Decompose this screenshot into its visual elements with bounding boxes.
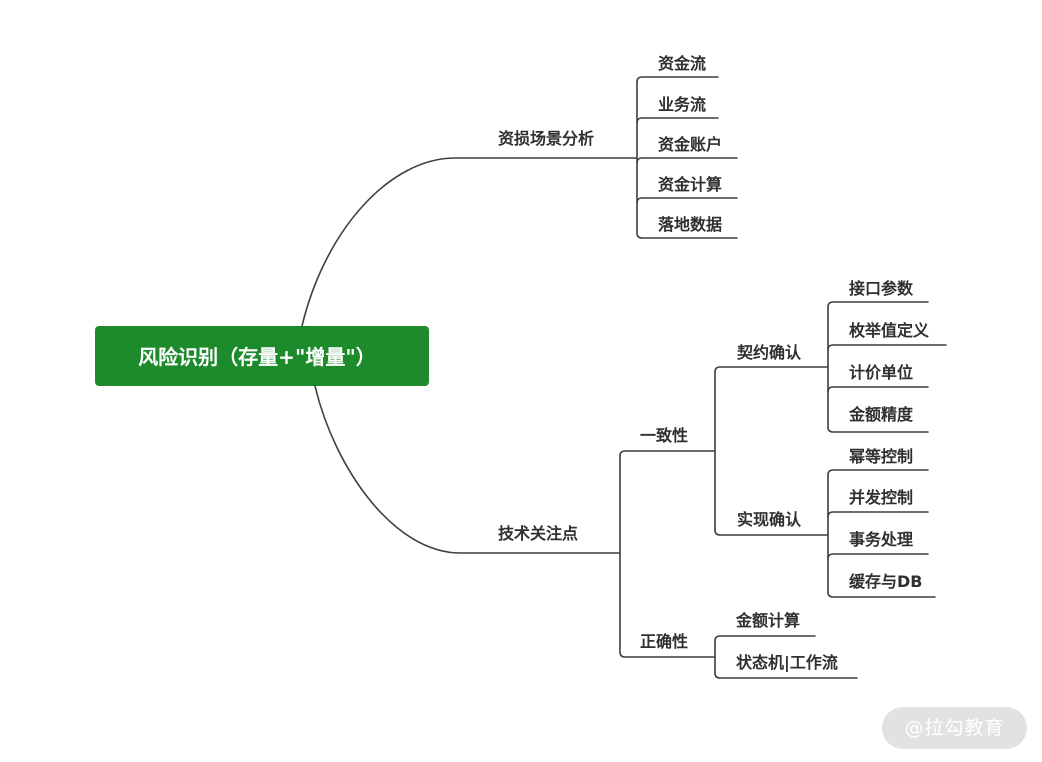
edge-contract-item-3	[827, 386, 929, 393]
edge-correctness	[619, 455, 716, 658]
edge-loss-bracket	[636, 81, 643, 239]
correctness-label[interactable]: 正确性	[640, 632, 688, 651]
tech-focus-label[interactable]: 技术关注点	[498, 524, 578, 543]
edge-consistency	[619, 450, 716, 457]
watermark: @拉勾教育	[882, 707, 1027, 749]
loss-item-capital-calculation[interactable]: 资金计算	[658, 175, 722, 194]
loss-scenarios-children: 资金流 业务流 资金账户 资金计算 落地数据	[636, 54, 738, 239]
implementation-item-idempotency[interactable]: 幂等控制	[848, 447, 913, 466]
loss-scenarios-label[interactable]: 资损场景分析	[498, 129, 594, 148]
edge-loss-item-3	[636, 157, 738, 164]
edge-contract-item-2	[827, 344, 947, 351]
contract-item-interface-params[interactable]: 接口参数	[849, 279, 914, 298]
tech-focus-children: 一致性 正确性 契约确认 实现确认 接口参数 枚举值定义 计价单位 金额精度 幂…	[619, 279, 947, 679]
contract-item-amount-precision[interactable]: 金额精度	[848, 405, 914, 424]
edge-loss-item-4	[636, 197, 738, 204]
loss-item-landing-data[interactable]: 落地数据	[658, 215, 722, 234]
edge-implementation-bracket	[827, 474, 936, 598]
contract-item-enum-definition[interactable]: 枚举值定义	[849, 321, 929, 340]
edge-implementation-item-3	[827, 553, 929, 560]
edge-correctness-item-1	[714, 635, 816, 642]
implementation-confirm-label[interactable]: 实现确认	[737, 510, 802, 529]
contract-item-pricing-unit[interactable]: 计价单位	[849, 363, 913, 382]
edge-loss-item-2	[636, 117, 719, 124]
edge-contract-bracket	[827, 306, 929, 433]
loss-item-capital-flow[interactable]: 资金流	[658, 54, 706, 73]
consistency-label[interactable]: 一致性	[640, 426, 688, 445]
edge-contract-item-1	[827, 301, 929, 308]
correctness-item-amount-calc[interactable]: 金额计算	[735, 611, 800, 630]
edge-root-to-tech-focus	[314, 385, 621, 554]
contract-confirm-label[interactable]: 契约确认	[736, 343, 802, 362]
edge-root-to-loss-scenarios	[301, 157, 638, 327]
edge-contract	[714, 366, 829, 373]
loss-item-business-flow[interactable]: 业务流	[658, 95, 706, 114]
loss-item-capital-account[interactable]: 资金账户	[658, 135, 722, 154]
root-node-box[interactable]	[95, 326, 429, 386]
correctness-item-state-machine[interactable]: 状态机|工作流	[736, 653, 838, 673]
root-node-label: 风险识别（存量+"增量"）	[138, 345, 376, 369]
edge-implementation-item-1	[827, 469, 929, 476]
implementation-item-transaction[interactable]: 事务处理	[849, 530, 913, 549]
edge-implementation-item-2	[827, 511, 929, 518]
edge-loss-item-1	[636, 76, 719, 83]
implementation-item-concurrency[interactable]: 并发控制	[849, 488, 913, 507]
edge-correctness-bracket	[714, 640, 858, 679]
implementation-item-cache-db[interactable]: 缓存与DB	[848, 572, 922, 591]
edge-consistency-bracket	[714, 371, 829, 536]
